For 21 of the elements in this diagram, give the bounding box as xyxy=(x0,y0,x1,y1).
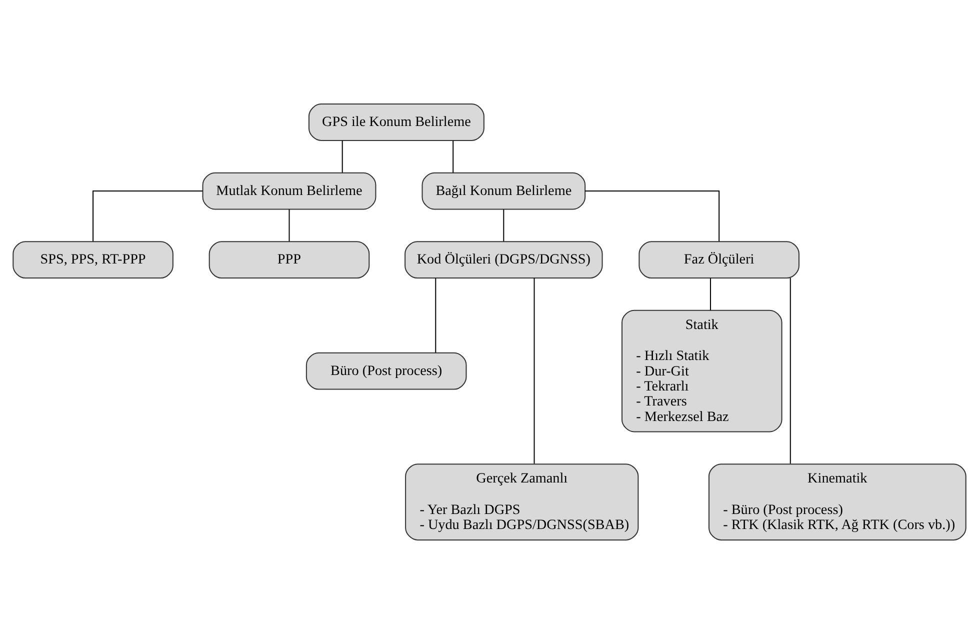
node-box: Mutlak Konum Belirleme xyxy=(202,172,376,210)
connector xyxy=(92,190,202,242)
connector xyxy=(452,140,454,173)
connector xyxy=(341,140,342,173)
connector xyxy=(502,209,504,242)
connector xyxy=(434,278,436,353)
node-box: Büro (Post process) xyxy=(305,352,466,390)
connector xyxy=(584,190,720,242)
node-box: Faz Ölçüleri xyxy=(638,241,799,278)
node-box: GPS ile Konum Belirleme xyxy=(308,104,484,141)
node-box: Statik - Hızlı Statik - Dur-Git - Tekrarlı - Travers - Merkezsel Baz xyxy=(620,310,782,432)
connector xyxy=(533,278,534,464)
node-box: Kod Ölçüleri (DGPS/DGNSS) xyxy=(404,241,602,278)
connector xyxy=(288,209,290,242)
node-box: Gerçek Zamanlı - Yer Bazlı DGPS - Uydu Bazlı DGPS/DGNSS(SBAB) xyxy=(404,464,638,540)
node-box: PPP xyxy=(208,241,370,278)
node-box: Kinematik - Büro (Post process) - RTK (Klasik RTK, Ağ RTK (Cors vb.)) xyxy=(708,464,966,540)
node-box: Bağıl Konum Belirleme xyxy=(421,172,586,210)
connector xyxy=(709,278,710,310)
connector xyxy=(789,278,790,464)
node-box: SPS, PPS, RT-PPP xyxy=(12,241,173,278)
